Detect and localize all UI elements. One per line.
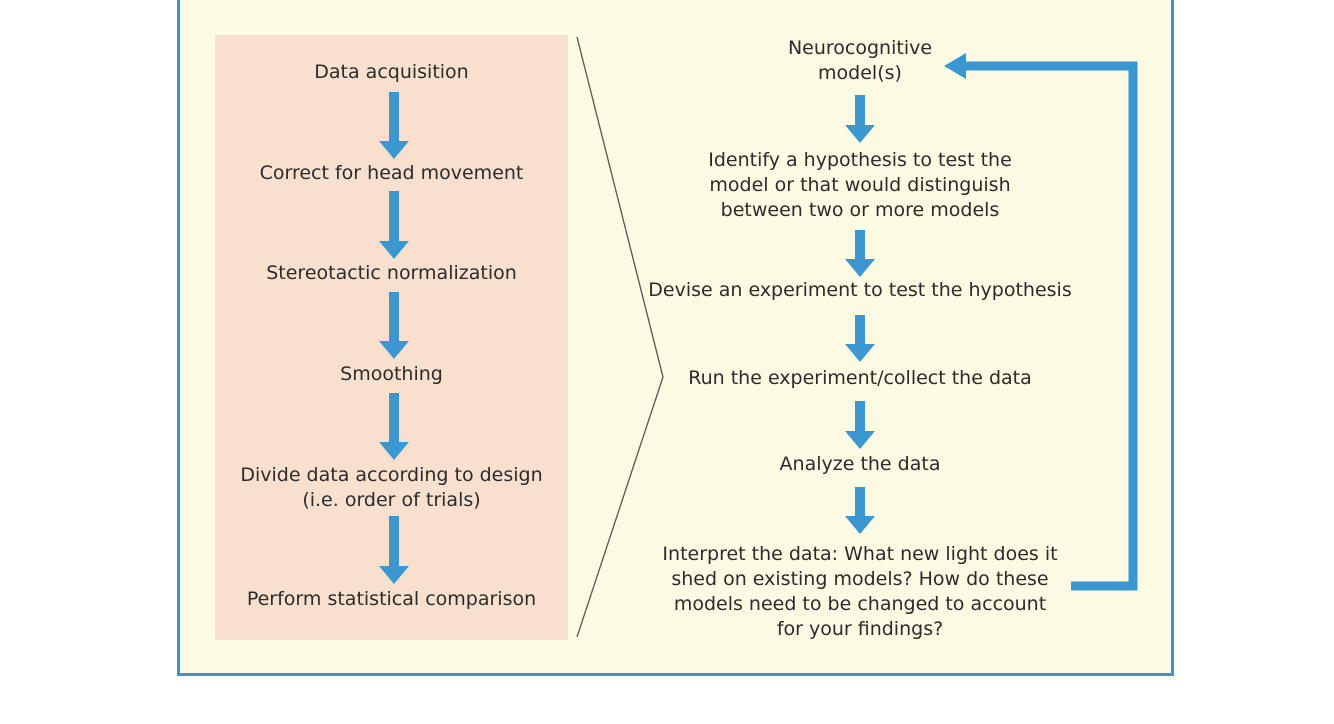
arrow-down-icon [379, 292, 409, 359]
feedback-loop-arrow [962, 61, 1138, 591]
step-hypothesis-line2: model or that would distinguish [709, 174, 1011, 196]
arrow-down-icon [379, 393, 409, 460]
step-neurocognitive-models-line1: Neurocognitive [787, 37, 933, 59]
arrow-down-icon [845, 315, 875, 362]
arrow-down-icon [379, 191, 409, 259]
step-interpret-line1: Interpret the data: What new light does … [662, 543, 1058, 565]
step-divide-data-line1: Divide data according to design [240, 464, 543, 486]
step-run-experiment: Run the experiment/collect the data [688, 367, 1032, 389]
step-devise-experiment: Devise an experiment to test the hypothe… [648, 279, 1072, 301]
arrow-down-icon [845, 95, 875, 143]
arrow-down-icon [845, 487, 875, 534]
step-interpret-line2: shed on existing models? How do these [671, 568, 1049, 590]
step-statistical-comparison: Perform statistical comparison [246, 588, 537, 610]
step-divide-data-line2: (i.e. order of trials) [302, 489, 481, 511]
step-correct-head-movement: Correct for head movement [259, 162, 524, 184]
step-interpret-line3: models need to be changed to account [673, 593, 1047, 615]
arrow-left-icon [944, 53, 966, 79]
arrow-down-icon [845, 401, 875, 449]
step-analyze-data: Analyze the data [779, 453, 941, 475]
step-hypothesis-line3: between two or more models [720, 199, 1000, 221]
arrow-down-icon [379, 516, 409, 584]
step-hypothesis-line1: Identify a hypothesis to test the [708, 149, 1012, 171]
step-interpret-line4: for your findings? [776, 618, 944, 640]
step-stereotactic-normalization: Stereotactic normalization [266, 262, 517, 284]
step-data-acquisition: Data acquisition [314, 61, 469, 83]
arrow-down-icon [379, 92, 409, 159]
zoom-bracket-top-line [576, 36, 664, 378]
arrow-down-icon [845, 230, 875, 277]
zoom-bracket-bottom-line [576, 376, 664, 638]
step-smoothing: Smoothing [340, 363, 443, 385]
step-neurocognitive-models-line2: model(s) [818, 62, 902, 84]
